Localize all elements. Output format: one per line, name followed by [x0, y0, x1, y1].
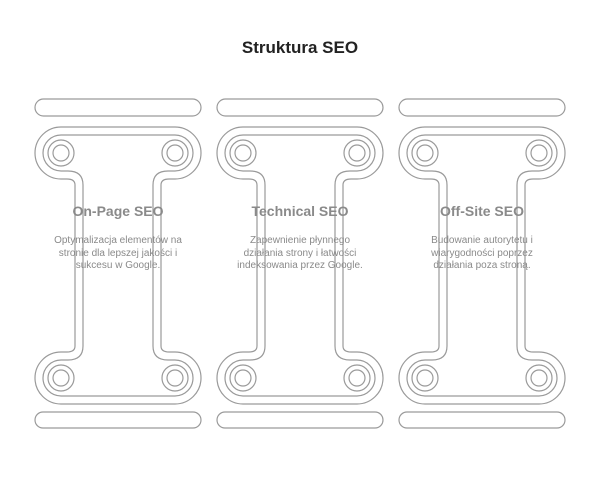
pillar-text-on-page: On-Page SEO Optymalizacja elementów na s… — [53, 203, 183, 273]
pillar-description: Budowanie autorytetu i wiarygodności pop… — [431, 235, 533, 271]
pillar-off-site — [398, 98, 566, 429]
pillar-on-page — [34, 98, 202, 429]
pillar-description: Zapewnienie płynnego działania strony i … — [237, 235, 363, 271]
pillar-technical — [216, 98, 384, 429]
pillar-heading: Off-Site SEO — [439, 203, 524, 219]
pillar-heading: Technical SEO — [251, 203, 349, 219]
pillar-heading: On-Page SEO — [72, 203, 164, 219]
diagram-title: Struktura SEO — [241, 38, 359, 57]
pillar-text-off-site: Off-Site SEO Budowanie autorytetu i wiar… — [417, 203, 547, 273]
pillar-description: Optymalizacja elementów na stronie dla l… — [54, 235, 182, 271]
pillar-text-technical: Technical SEO Zapewnienie płynnego dział… — [235, 203, 365, 273]
